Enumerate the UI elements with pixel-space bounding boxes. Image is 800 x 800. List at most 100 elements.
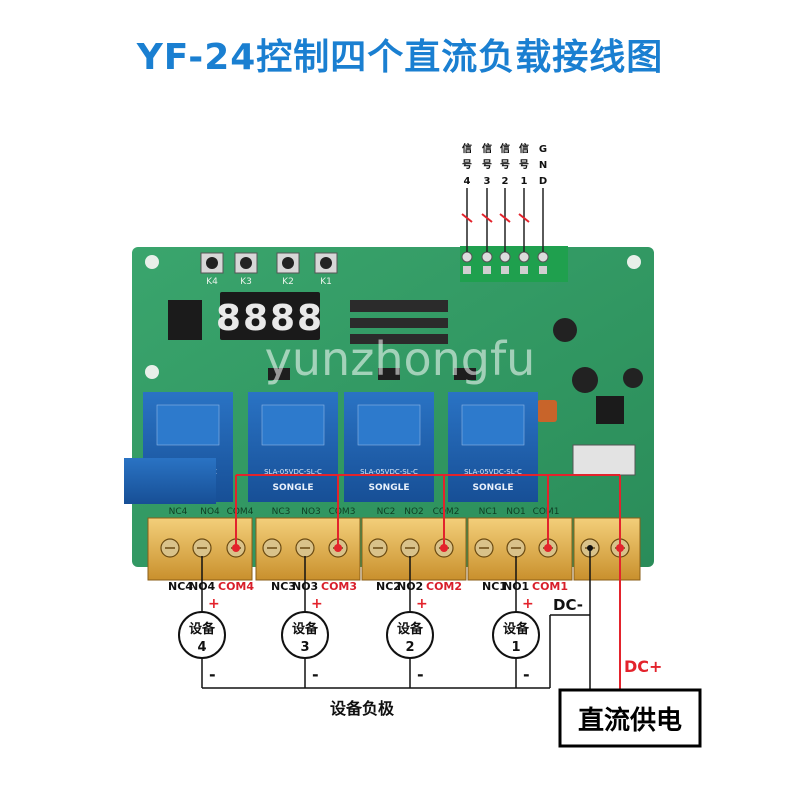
minus-sign: -: [312, 665, 319, 684]
signal-hole: [520, 266, 528, 274]
page-title: YF-24控制四个直流负载接线图: [136, 37, 664, 78]
signal-wire-1: 信号4: [461, 142, 473, 252]
device-number: 2: [405, 640, 414, 655]
signal-terminal-block: [460, 246, 568, 282]
nc-label: NC2: [376, 580, 401, 593]
signal-hole: [501, 266, 509, 274]
signal-label-mid: N: [539, 160, 547, 171]
relay-brand: SONGLE: [473, 483, 514, 493]
com-label: COM1: [532, 580, 568, 593]
device-number: 4: [197, 640, 206, 655]
com-label: COM3: [321, 580, 357, 593]
watermark: yunzhongfu: [265, 332, 536, 386]
resistor-array: [350, 300, 448, 344]
button-label: K1: [320, 277, 332, 287]
signal-screw: [537, 251, 549, 263]
device-number: 3: [300, 640, 309, 655]
device-label: 设备: [292, 621, 319, 637]
load-terminal-row: [147, 517, 641, 581]
signal-hole: [463, 266, 471, 274]
pcb-label: NC2: [377, 507, 396, 517]
signal-label-mid: 号: [462, 159, 472, 171]
dc-minus-label: DC-: [553, 596, 583, 614]
signal-label-bottom: 1: [521, 176, 528, 187]
negative-bus: [202, 545, 593, 690]
relay-brand: SONGLE: [369, 483, 410, 493]
mount-hole: [145, 255, 159, 269]
signal-label-bottom: 3: [484, 176, 491, 187]
small-chip: [268, 368, 290, 380]
device-label: 设备: [503, 621, 530, 637]
relay-row: SLA-05VDC-SL-C SONGLE SLA-05VDC-SL-C SONGLE…: [143, 392, 538, 502]
signal-wire-5: GND: [539, 144, 547, 252]
capacitor: [572, 367, 598, 393]
pcb-label: COM4: [227, 507, 254, 517]
mount-hole: [627, 255, 641, 269]
relay-base-extension: [124, 458, 216, 504]
dc-plus-label: DC+: [624, 657, 662, 676]
relay-model: SLA-05VDC-SL-C: [464, 468, 522, 476]
dc-supply-box: [558, 688, 702, 748]
signal-label-top: 信: [482, 142, 492, 155]
signal-hole: [483, 266, 491, 274]
terminal-block-4: [467, 517, 573, 581]
plus-sign: +: [416, 596, 428, 612]
small-chip: [378, 368, 400, 380]
minus-sign: -: [209, 665, 216, 684]
pcb-label: NC1: [479, 507, 498, 517]
terminal-block-1: [147, 517, 253, 581]
voltage-regulator: [596, 396, 624, 424]
minus-sign: -: [523, 665, 530, 684]
pcb-label: COM1: [533, 507, 560, 517]
channel-group: NC4NO4COM4+设备4-NC3NO3COM3+设备3-NC2NO2COM2…: [168, 556, 568, 688]
pcb-label: NC4: [169, 507, 188, 517]
terminal-block-3: [361, 517, 467, 581]
relay-1: SLA-05VDC-SL-C SONGLE: [448, 392, 538, 502]
relay-brand: SONGLE: [273, 483, 314, 493]
signal-label-mid: 号: [500, 159, 510, 171]
signal-label-top: G: [539, 144, 547, 155]
signal-screw: [518, 251, 530, 263]
button-k3: K3: [234, 252, 258, 287]
com-wire-bus: [232, 474, 624, 690]
plus-sign: +: [522, 596, 534, 612]
dc-supply-label: 直流供电: [578, 706, 682, 736]
signal-screw: [499, 251, 511, 263]
small-chip: [454, 368, 476, 380]
com-wires: [232, 474, 624, 690]
fuse: [537, 400, 557, 422]
pcb-label: NO3: [301, 507, 321, 517]
signal-label-mid: 号: [519, 159, 529, 171]
ic-chip: [168, 300, 202, 340]
load-negative-label: 设备负极: [330, 699, 395, 718]
signal-hole: [539, 266, 547, 274]
device-number: 1: [511, 640, 520, 655]
button-k2: K2: [276, 252, 300, 287]
pcb-label: NC3: [272, 507, 291, 517]
nc-label: NC1: [482, 580, 507, 593]
device-label: 设备: [397, 621, 424, 637]
power-connector: [572, 444, 636, 476]
relay-model: SLA-05VDC-SL-C: [264, 468, 322, 476]
minus-sign: -: [417, 665, 424, 684]
display-digits: 8888: [216, 298, 324, 339]
signal-label-bottom: 2: [502, 176, 509, 187]
capacitor: [553, 318, 577, 342]
nc-label: NC4: [168, 580, 193, 593]
plus-sign: +: [208, 596, 220, 612]
signal-label-top: 信: [519, 142, 529, 155]
terminal-block-2: [255, 517, 361, 581]
signal-label-top: 信: [462, 142, 472, 155]
pcb-label: COM2: [433, 507, 460, 517]
signal-label-mid: 号: [482, 159, 492, 171]
signal-screw: [461, 251, 473, 263]
button-label: K2: [282, 277, 294, 287]
button-k4: K4: [200, 252, 224, 287]
relay-3: SLA-05VDC-SL-C SONGLE: [248, 392, 338, 502]
device-label: 设备: [189, 621, 216, 637]
nc-label: NC3: [271, 580, 296, 593]
